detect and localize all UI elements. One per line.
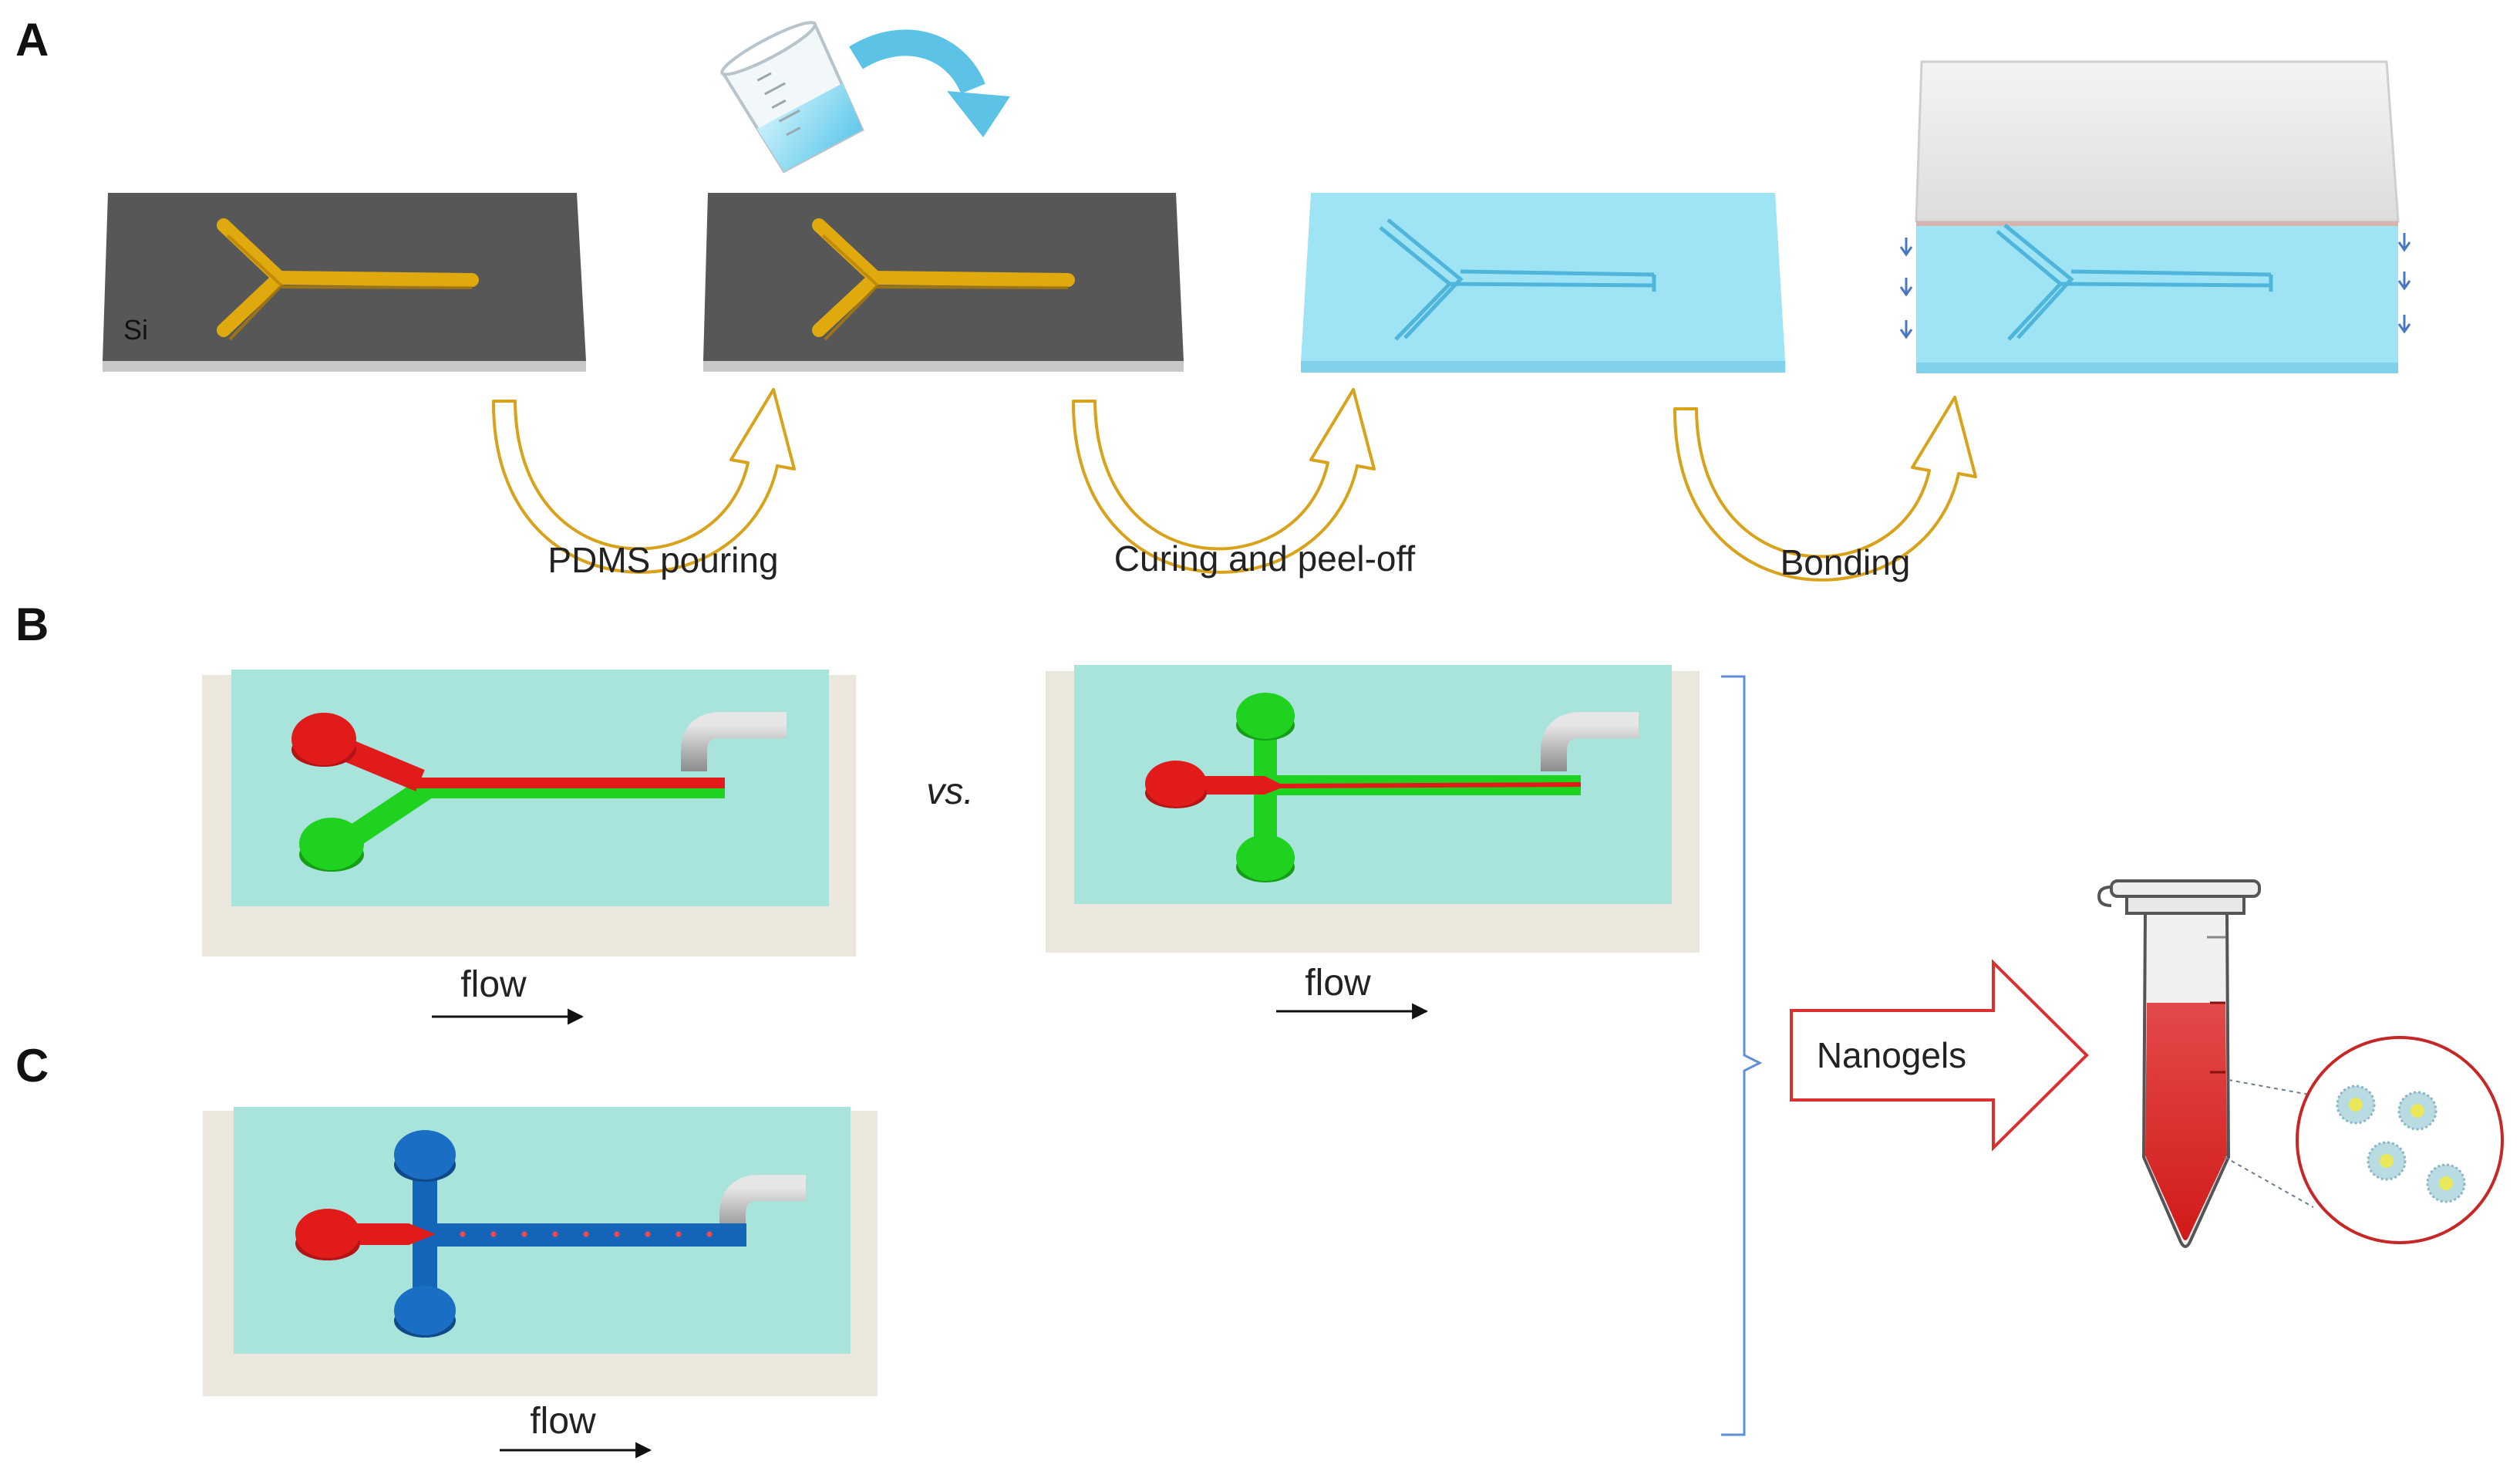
- nanogel-particle-icon: [2336, 1085, 2466, 1203]
- silicon-wafer-2: [703, 193, 1184, 372]
- y-green-inlet-arm: [340, 777, 435, 851]
- step-label-bonding: Bonding: [1781, 542, 1911, 582]
- step-arrow-curing: [1071, 388, 1376, 574]
- flow-label-c: flow: [530, 1401, 596, 1442]
- flow-label-b1: flow: [460, 964, 527, 1005]
- gold-y-channel-2: [812, 218, 1075, 337]
- c-blue-top-reservoir: [394, 1130, 456, 1182]
- flow-label-b2: flow: [1305, 963, 1371, 1004]
- comparison-label: vs.: [926, 771, 973, 812]
- beaker-pouring-icon: [720, 21, 1010, 174]
- eppendorf-tube-icon: [2097, 879, 2261, 1248]
- pdms-block: [1301, 193, 1785, 373]
- outlet-tube-2: [1541, 712, 1639, 771]
- panel-letter-a: A: [15, 14, 49, 66]
- bonded-chip: [1899, 60, 2411, 373]
- c-blue-bottom-reservoir: [394, 1286, 456, 1338]
- substrate-label: Si: [123, 314, 148, 346]
- outlet-tube-1: [681, 712, 787, 771]
- pdms-channel-imprint-2: [1996, 224, 2273, 341]
- step-label-pouring: PDMS pouring: [547, 540, 778, 580]
- cross-red-inlet-reservoir: [1145, 761, 1207, 808]
- cross-green-bottom-reservoir: [1236, 835, 1295, 882]
- y-green-inlet-reservoir: [299, 818, 364, 872]
- bonding-press-arrows: [1899, 233, 2411, 339]
- step-arrow-bonding: [1673, 396, 1977, 582]
- step-arrow-pouring: [491, 388, 796, 574]
- step-label-curing: Curing and peel-off: [1114, 538, 1416, 579]
- nanogels-output-arrow: [1790, 959, 2089, 1152]
- cross-red-focused-stream: [1172, 776, 1581, 795]
- panel-letter-b: B: [15, 599, 49, 650]
- gold-y-channel-1: [217, 218, 479, 337]
- grouping-bracket: [1721, 675, 1763, 1436]
- cross-green-top-reservoir: [1236, 693, 1295, 741]
- pdms-channel-imprint-1: [1379, 218, 1656, 341]
- silicon-wafer-1: Si: [103, 193, 586, 372]
- magnified-nanogels-view: [2224, 1036, 2504, 1244]
- panel-letter-c: C: [15, 1040, 49, 1091]
- y-main-channel-red: [416, 778, 725, 788]
- chip-nanogel-generator: [203, 1107, 878, 1396]
- outlet-tube-3: [719, 1175, 806, 1234]
- chip-cross-junction: [1046, 665, 1700, 953]
- y-red-inlet-reservoir: [291, 713, 356, 767]
- chip-y-junction: [202, 670, 856, 956]
- c-red-inlet-reservoir: [295, 1209, 360, 1260]
- c-nanogel-droplets: [460, 1231, 713, 1237]
- nanogels-label: Nanogels: [1817, 1035, 1966, 1075]
